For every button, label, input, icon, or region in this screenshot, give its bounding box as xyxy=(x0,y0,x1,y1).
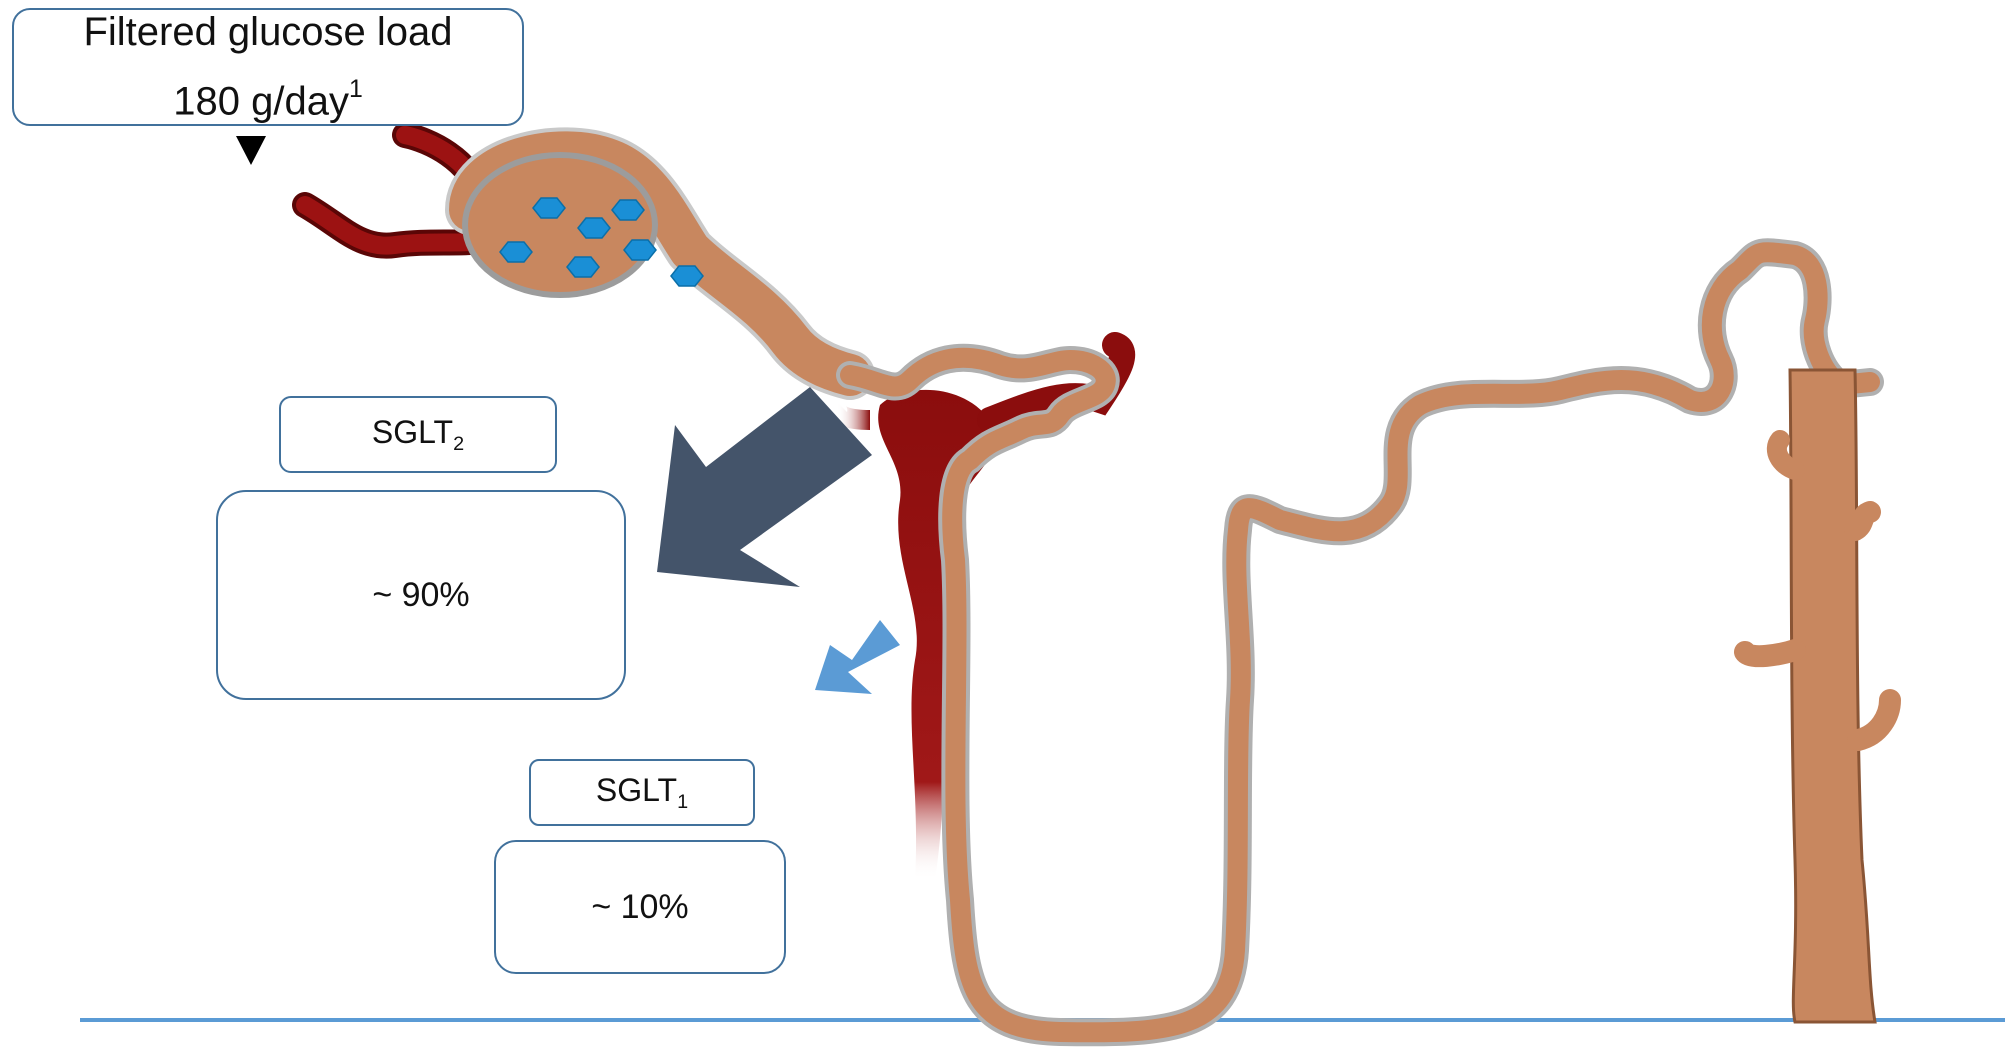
down-triangle-icon xyxy=(236,136,266,165)
sglt1-label-text: SGLT xyxy=(596,772,677,808)
filtered-load-value-line: 180 g/day1 xyxy=(173,61,363,130)
glucose-molecule-icon xyxy=(578,218,610,238)
glucose-molecule-icon xyxy=(567,257,599,277)
glucose-molecule-icon xyxy=(533,198,565,218)
peritubular-vessel xyxy=(837,345,1122,880)
filtered-load-value: 180 g/day xyxy=(173,80,349,124)
glucose-molecule-icon xyxy=(671,266,703,286)
sglt2-percent: ~ 90% xyxy=(372,576,469,615)
sglt1-percent-box: ~ 10% xyxy=(494,840,786,974)
sglt2-percent-box: ~ 90% xyxy=(216,490,626,700)
glucose-molecule-icon xyxy=(624,240,656,260)
sglt2-label-box: SGLT2 xyxy=(279,396,557,473)
sglt2-label-text: SGLT xyxy=(372,414,453,450)
sglt1-label: SGLT1 xyxy=(596,772,688,814)
sglt1-subscript: 1 xyxy=(677,790,688,812)
sglt1-percent: ~ 10% xyxy=(591,888,688,927)
bowman-capsule xyxy=(465,155,655,295)
sglt1-label-box: SGLT1 xyxy=(529,759,755,826)
glucose-molecule-icon xyxy=(612,200,644,220)
footnote-marker: 1 xyxy=(349,76,363,103)
filtered-glucose-load-box: Filtered glucose load 180 g/day1 xyxy=(12,8,524,126)
filtered-load-title: Filtered glucose load xyxy=(83,3,452,61)
collecting-duct xyxy=(1745,370,1890,1022)
glucose-molecule-icon xyxy=(500,242,532,262)
sglt2-subscript: 2 xyxy=(453,432,464,454)
sglt2-label: SGLT2 xyxy=(372,414,464,456)
small-arrow-icon xyxy=(815,620,900,694)
